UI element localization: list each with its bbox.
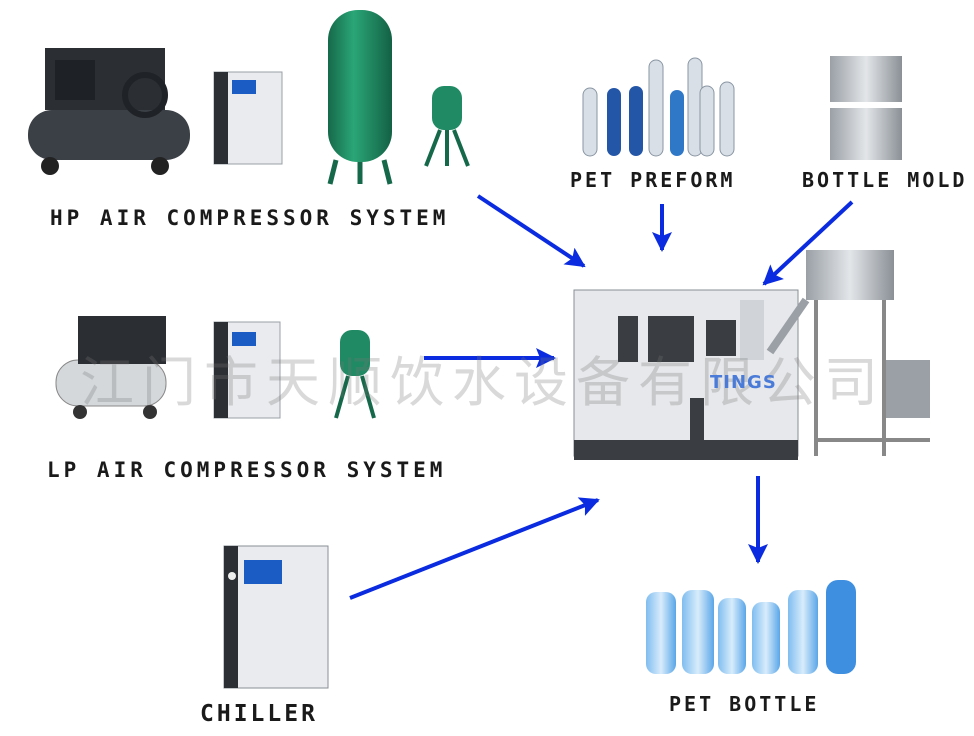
blow-molding-machine: [573, 250, 930, 460]
company-watermark: 江门市天顺饮水设备有限公司: [80, 351, 886, 414]
arrow-mold-to-machine: [762, 200, 854, 286]
chiller-label: CHILLER: [200, 701, 318, 727]
lp-air-compressor-system-label: LP AIR COMPRESSOR SYSTEM: [47, 458, 447, 482]
hp-air-compressor-system-label: HP AIR COMPRESSOR SYSTEM: [50, 206, 450, 230]
air-storage-tank: [327, 10, 393, 185]
pet-bottle-label: PET BOTTLE: [669, 692, 820, 716]
arrow-chiller-to-machine: [349, 497, 600, 600]
hp-air-filter: [424, 86, 470, 167]
lp-chiller-unit: [213, 321, 281, 419]
pet-bottles: [646, 580, 856, 674]
bottle-mold: [830, 56, 902, 160]
hp-air-compressor: [28, 48, 190, 175]
arrow-hp-to-machine: [476, 194, 586, 268]
bottle-mold-label: BOTTLE MOLD: [802, 168, 968, 192]
pet-preform-label: PET PREFORM: [570, 168, 736, 192]
hp-chiller-unit: [213, 71, 283, 165]
lp-air-filter: [334, 330, 376, 419]
lp-air-compressor: [55, 316, 167, 419]
pet-preforms: [582, 57, 735, 157]
brand-logo-text: TINGS: [710, 372, 777, 393]
chiller-unit: [223, 545, 329, 689]
flow-arrows: [349, 194, 854, 600]
